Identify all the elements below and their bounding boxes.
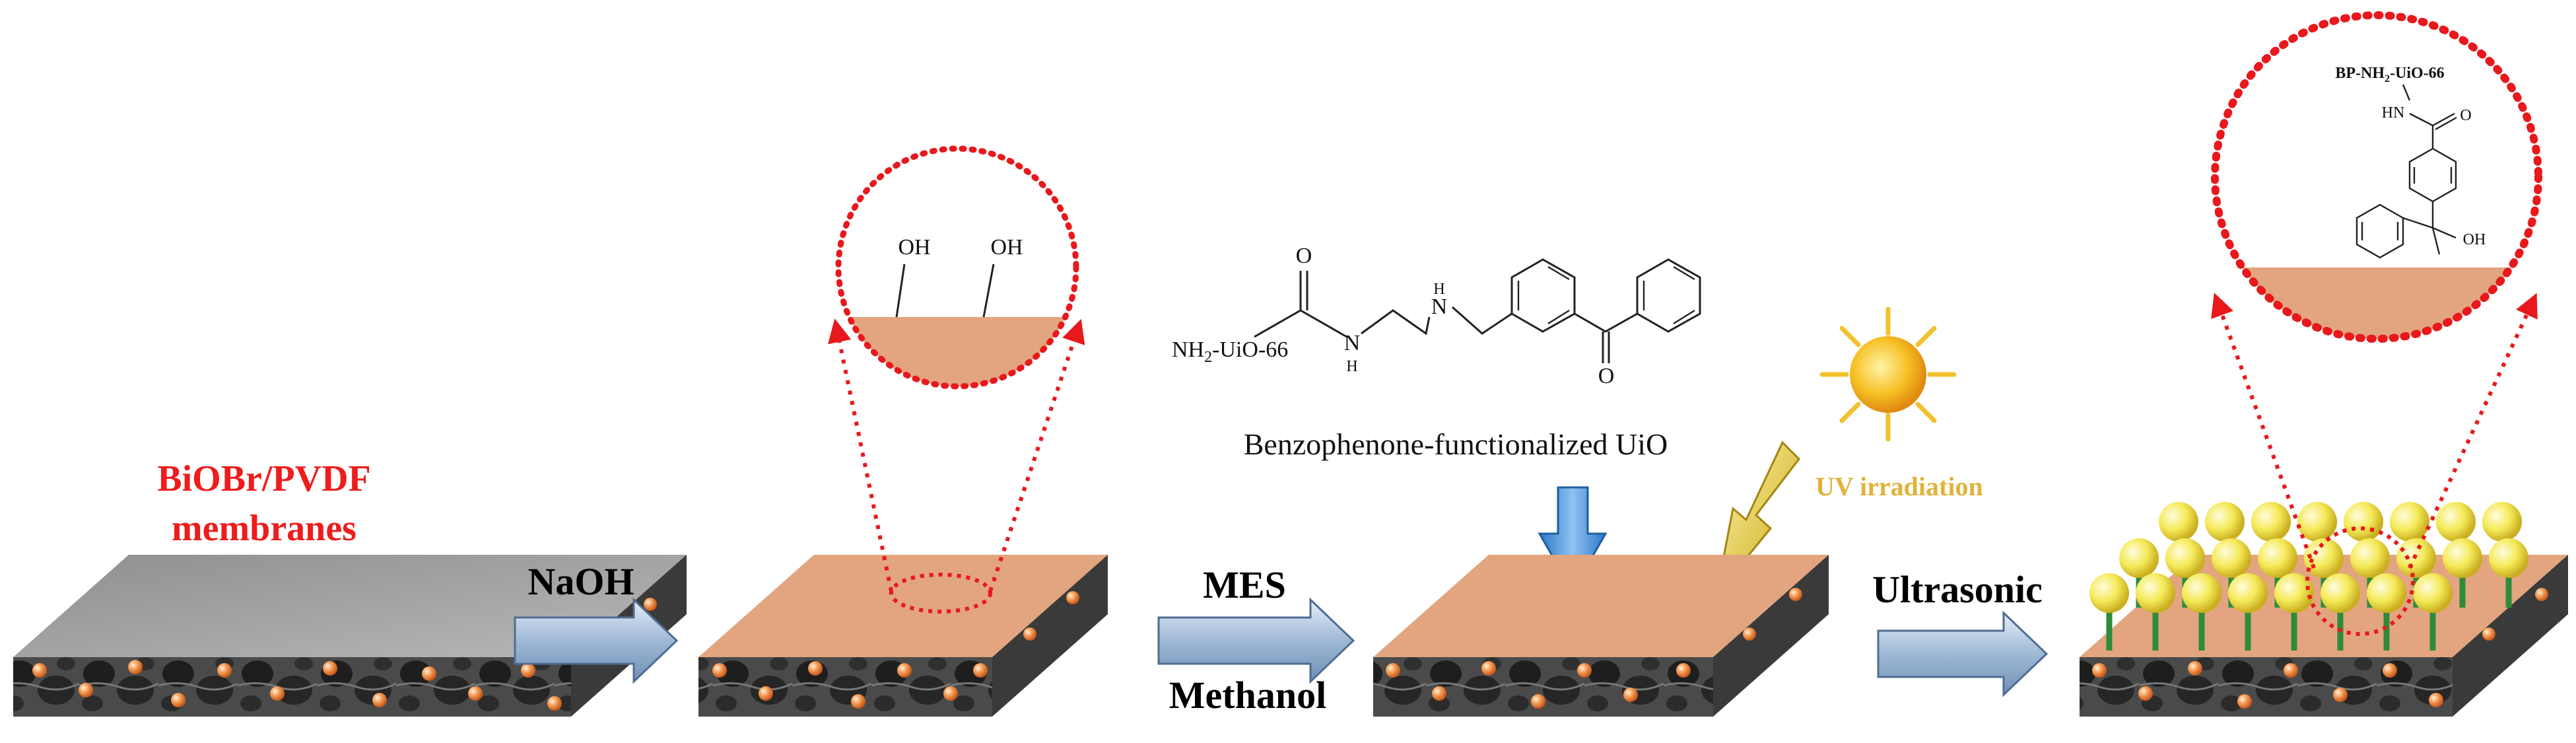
linker-ketone-o: O	[1598, 364, 1615, 388]
process-arrow-1	[514, 597, 679, 684]
sun-icon	[1819, 306, 1957, 442]
membrane-label-line2: membranes	[172, 508, 356, 549]
membrane-bare	[13, 555, 687, 717]
uv-irradiation-label: UV irradiation	[1815, 472, 1983, 501]
zoom-lines	[2211, 293, 2538, 569]
final-carbonyl-o: O	[2460, 107, 2471, 124]
membrane-front-face	[2080, 657, 2453, 717]
membrane-label-line1: BiOBr/PVDF	[157, 458, 371, 499]
linker-amine-n: N	[1431, 295, 1448, 319]
linker-amine-h: H	[1433, 281, 1444, 298]
membrane-functionalized	[1373, 555, 1829, 717]
zoom-circle-hydroxyl: OH OH	[835, 145, 1079, 390]
linker-nh2-uio-label: NH2-UiO-66	[1172, 337, 1288, 366]
step-mes-label: MES	[1203, 563, 1286, 606]
zoom-ring	[2211, 11, 2542, 343]
zoom-ring	[835, 145, 1079, 390]
linker-carbonyl-o: O	[1296, 244, 1312, 268]
zoom-spot	[889, 573, 992, 614]
membrane-grafted	[2080, 502, 2568, 717]
final-bp-nh2-uio-label: BP-NH2-UiO-66	[2335, 65, 2444, 85]
final-hn-label: HN	[2382, 104, 2405, 122]
catalyst-particles	[712, 591, 1079, 709]
zoom-lines	[828, 318, 1085, 592]
process-arrow-3	[1877, 610, 2049, 697]
zoom-spot	[2305, 526, 2415, 636]
hydroxyl-label-2: OH	[990, 235, 1023, 260]
step-methanol-label: Methanol	[1169, 674, 1326, 717]
membrane-front-face	[13, 657, 571, 717]
oh-bond-1	[895, 264, 906, 318]
membrane-hydroxylated	[698, 555, 1108, 717]
zoom-circle-grafted: BP-NH2-UiO-66 HN O OH	[2211, 11, 2542, 343]
membrane-front-face	[698, 657, 992, 717]
catalyst-particles	[1386, 588, 1802, 709]
membrane-front-face	[1373, 657, 1713, 717]
catalyst-particles	[2092, 588, 2548, 709]
step-ultrasonic-label: Ultrasonic	[1872, 568, 2043, 611]
oh-bond-2	[982, 264, 995, 318]
linker-amide-h: H	[1346, 358, 1357, 375]
linker-amide-n: N	[1344, 331, 1361, 355]
membrane-top-surface	[1373, 555, 1829, 657]
process-arrow-2	[1157, 597, 1355, 684]
linker-caption: Benzophenone-functionalized UiO	[1244, 427, 1668, 461]
hydroxyl-label-1: OH	[898, 235, 930, 260]
step-naoh-label: NaOH	[527, 560, 634, 603]
benzophenone-linker-structure: NH2-UiO-66 O N H N H O	[1172, 244, 1701, 388]
final-oh-label: OH	[2463, 231, 2486, 248]
catalyst-particles	[32, 598, 657, 711]
